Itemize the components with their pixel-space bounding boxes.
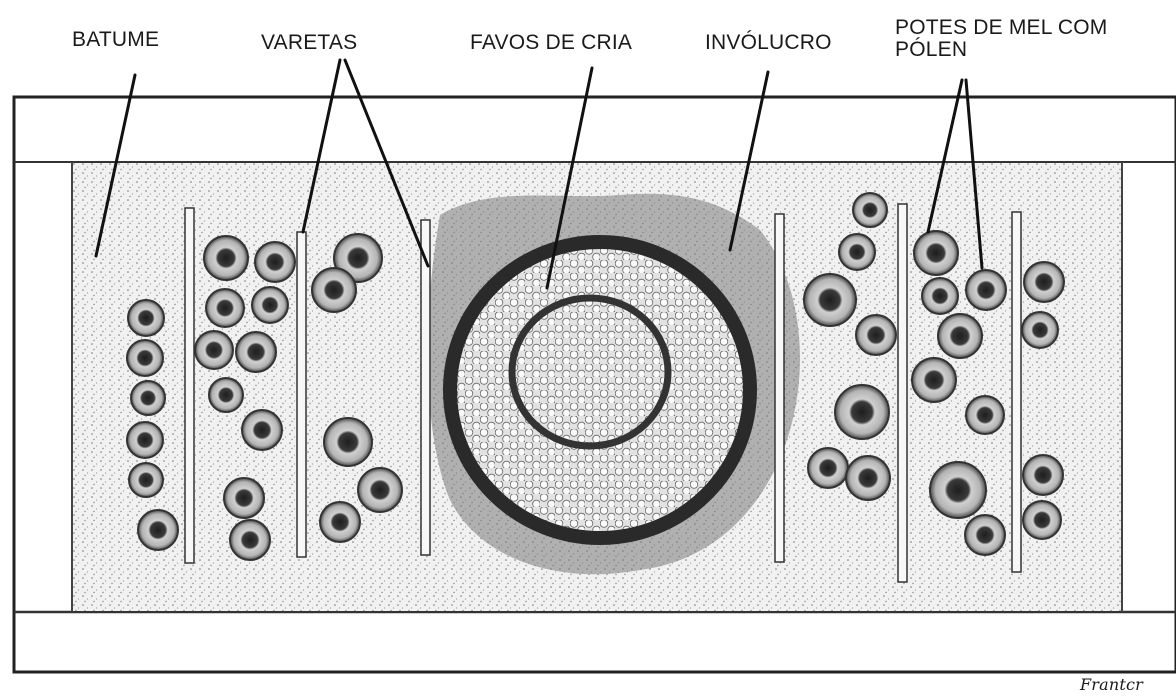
label-potes-line-1: POTES DE MEL COM bbox=[895, 17, 1107, 39]
label-potes-de-mel: POTES DE MEL COM PÓLEN bbox=[895, 17, 1107, 61]
label-batume: BATUME bbox=[72, 29, 159, 51]
label-involucro: INVÓLUCRO bbox=[705, 32, 832, 54]
label-favos-de-cria: FAVOS DE CRIA bbox=[470, 32, 632, 54]
label-potes-line-2: PÓLEN bbox=[895, 39, 1107, 61]
brood-comb-inner-ring bbox=[512, 298, 668, 446]
artist-signature: Frantcr bbox=[1080, 674, 1143, 696]
label-varetas: VARETAS bbox=[261, 32, 357, 54]
